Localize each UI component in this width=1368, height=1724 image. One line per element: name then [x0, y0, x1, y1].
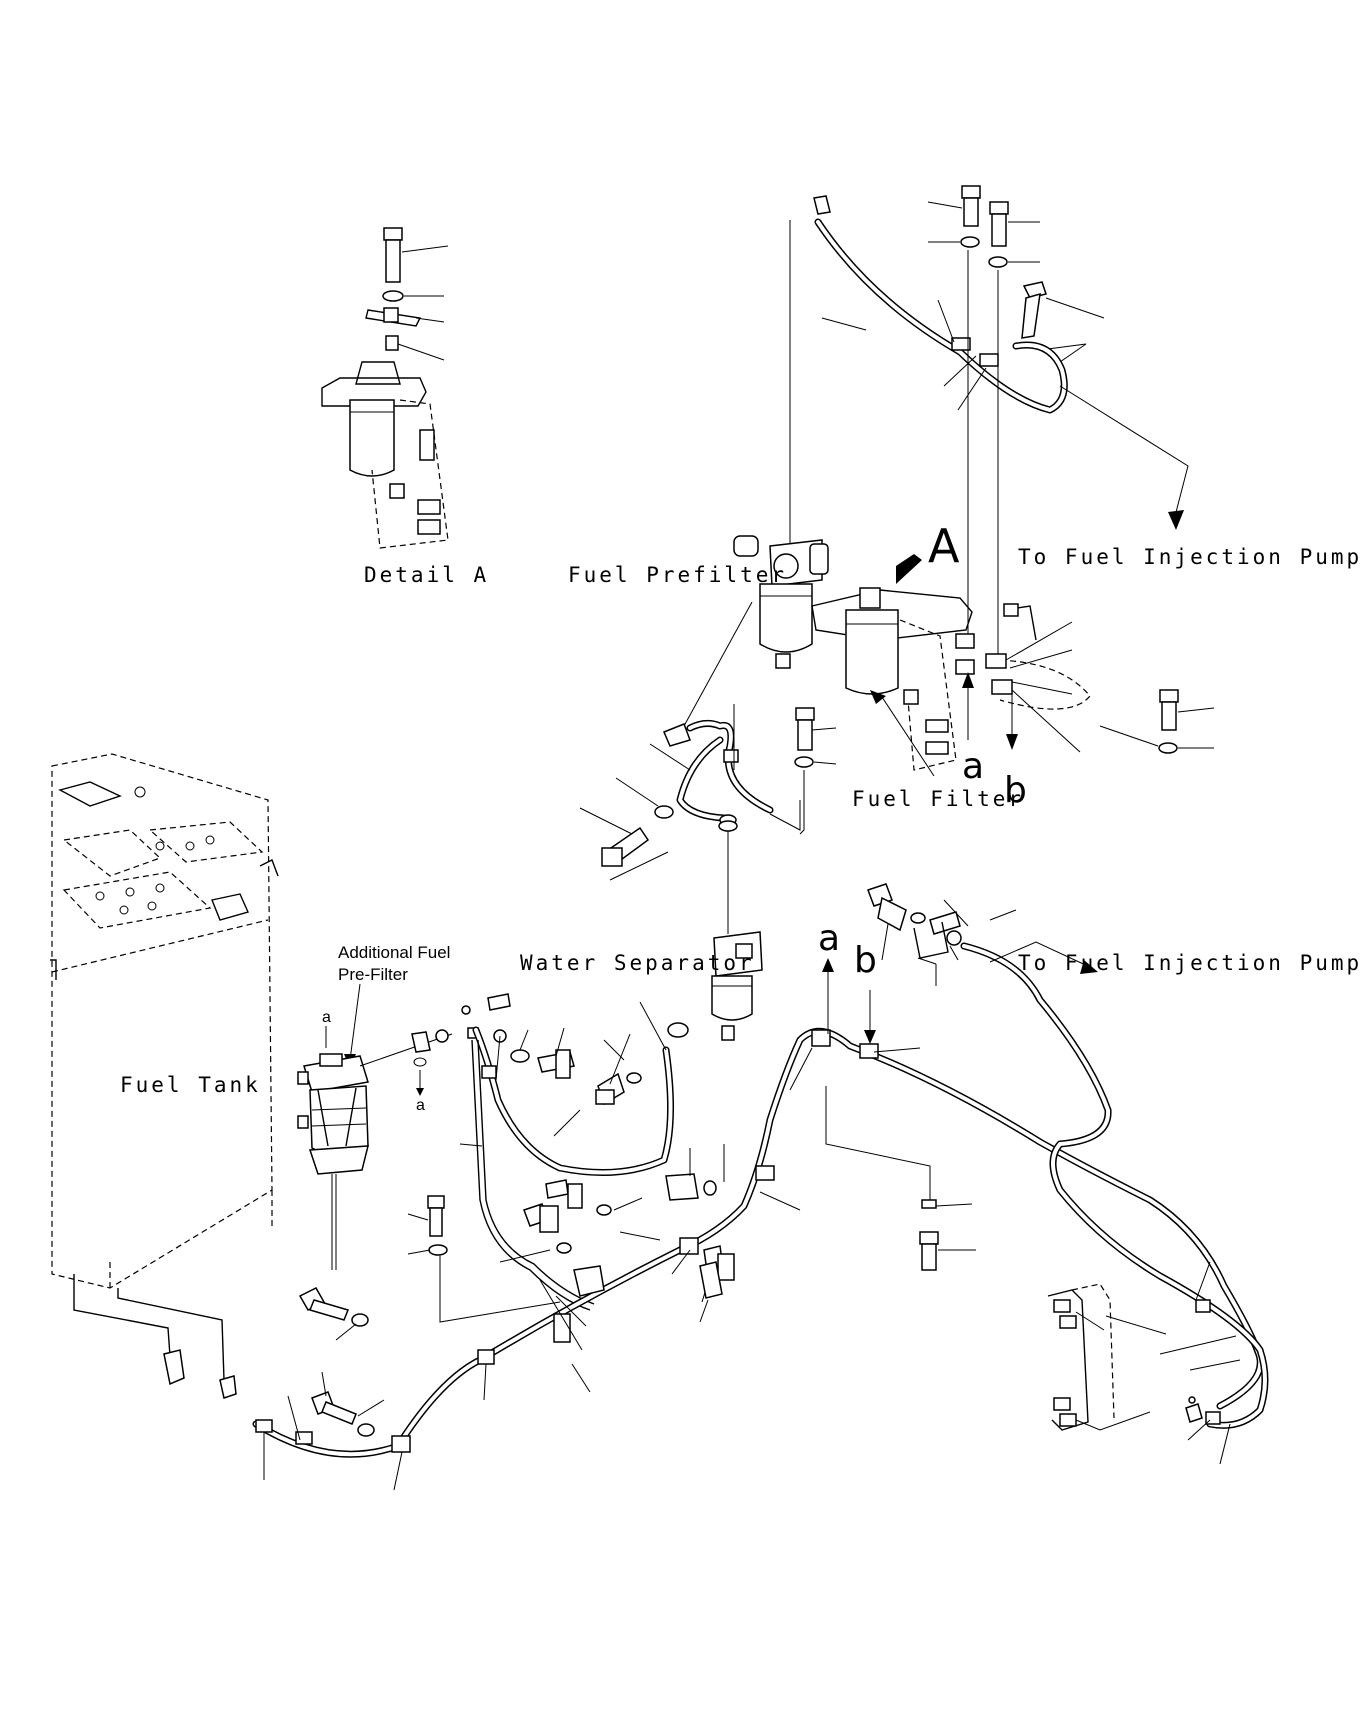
fuel-prefilter-assembly [683, 535, 829, 727]
fuel-filter-assembly [811, 587, 1091, 777]
top-fuel-hose [813, 195, 1068, 414]
port-a-top-label: a [962, 746, 984, 787]
fuel-prefilter-label: Fuel Prefilter [568, 563, 787, 587]
port-a-mid-label: a [818, 918, 840, 959]
to-fuel-injection-pump-mid-label: To Fuel Injection Pump [1018, 951, 1362, 975]
water-separator-assembly [711, 931, 763, 1041]
small-a-top-label: a [322, 1009, 331, 1026]
detail-a-assembly [321, 227, 449, 549]
lower-leader-lines [263, 1047, 1241, 1491]
small-a-bottom-label: a [416, 1097, 425, 1114]
water-separator-label: Water Separator [520, 951, 755, 975]
additional-prefilter-assembly [297, 1033, 453, 1270]
fuel-tank [50, 753, 279, 1289]
view-a-marker: A [928, 519, 960, 573]
hose-clamps [255, 1029, 1221, 1453]
view-a-arrow [896, 554, 922, 584]
main-long-hose [252, 942, 1269, 1458]
mid-pump-connection [867, 883, 1017, 986]
top-right-bolts [927, 185, 1105, 363]
to-fuel-injection-pump-top-label: To Fuel Injection Pump [1018, 545, 1362, 569]
fuel-filter-label: Fuel Filter [852, 787, 1024, 811]
detail-a-label: Detail A [364, 563, 489, 587]
middle-loop-hose [579, 704, 837, 881]
port-b-mid-label: b [854, 940, 877, 981]
fuel-tank-label: Fuel Tank [120, 1073, 261, 1097]
additional-prefilter-label-2: Pre-Filter [338, 965, 408, 984]
lower-hoses [459, 1001, 689, 1311]
right-bracket [1047, 1283, 1203, 1431]
port-b-top-label: b [1004, 770, 1027, 811]
lower-bolts [298, 1144, 725, 1437]
additional-prefilter-label-1: Additional Fuel [338, 943, 450, 962]
